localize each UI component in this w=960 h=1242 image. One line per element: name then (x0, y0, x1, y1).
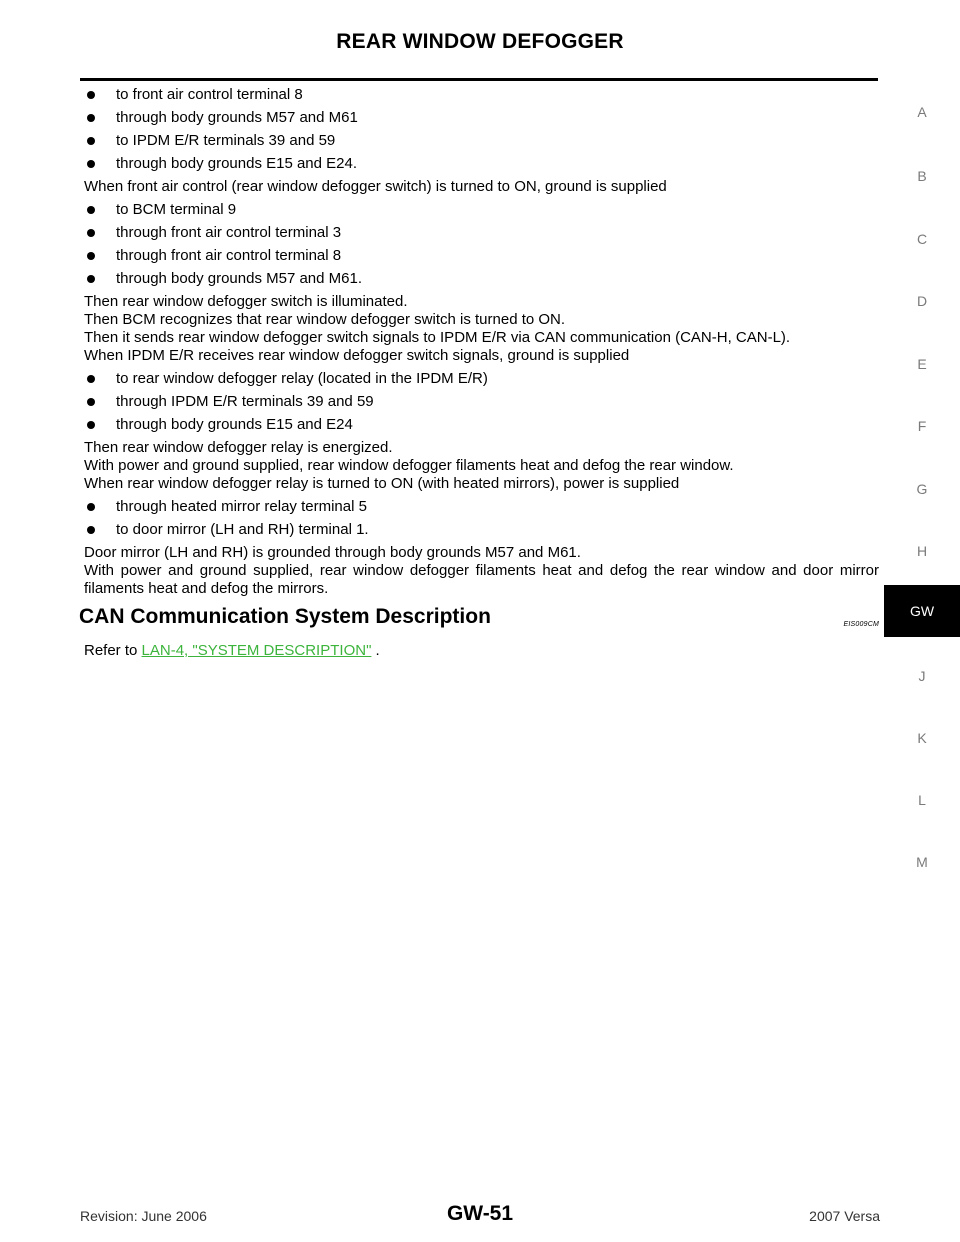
page-title: REAR WINDOW DEFOGGER (336, 30, 624, 53)
paragraph: Door mirror (LH and RH) is grounded thro… (84, 544, 879, 597)
list-item: to front air control terminal 8 (84, 86, 879, 104)
tab-k[interactable]: K (917, 730, 927, 746)
bullet-icon (87, 114, 95, 122)
title-divider (80, 78, 878, 81)
section-heading: CAN Communication System Description EIS… (79, 606, 879, 636)
bullet-icon (87, 375, 95, 383)
section-title: CAN Communication System Description (79, 605, 491, 628)
tab-l[interactable]: L (918, 792, 926, 808)
page-number: GW-51 (446, 1202, 514, 1225)
bullet-icon (87, 91, 95, 99)
list-item: through IPDM E/R terminals 39 and 59 (84, 393, 879, 411)
tab-c[interactable]: C (916, 231, 928, 247)
list-item: to rear window defogger relay (located i… (84, 370, 879, 388)
bullet-icon (87, 275, 95, 283)
bullet-icon (87, 252, 95, 260)
list-item: to door mirror (LH and RH) terminal 1. (84, 521, 879, 539)
list-item: to BCM terminal 9 (84, 201, 879, 219)
tab-b[interactable]: B (917, 168, 927, 184)
paragraph: Then rear window defogger switch is illu… (84, 293, 791, 364)
bullet-icon (87, 160, 95, 168)
tab-a[interactable]: A (917, 104, 927, 120)
tab-h[interactable]: H (916, 543, 928, 559)
bullet-icon (87, 206, 95, 214)
list-item: through body grounds E15 and E24 (84, 416, 879, 434)
reference-line: Refer to LAN-4, "SYSTEM DESCRIPTION" . (84, 642, 380, 659)
bullet-icon (87, 526, 95, 534)
list-item: to IPDM E/R terminals 39 and 59 (84, 132, 879, 150)
list-item: through body grounds M57 and M61 (84, 109, 879, 127)
bullet-icon (87, 398, 95, 406)
vehicle-model: 2007 Versa (809, 1208, 880, 1224)
list-item: through front air control terminal 3 (84, 224, 879, 242)
section-code: EIS009CM (843, 621, 879, 628)
main-content: to front air control terminal 8 through … (79, 86, 879, 660)
paragraph: When front air control (rear window defo… (84, 178, 667, 195)
bullet-icon (87, 137, 95, 145)
list-item: through body grounds M57 and M61. (84, 270, 879, 288)
tab-g[interactable]: G (916, 481, 928, 497)
tab-e[interactable]: E (917, 356, 927, 372)
section-index-tabs: A B C D E F G H GW J K L M (884, 0, 960, 1242)
tab-d[interactable]: D (916, 293, 928, 309)
tab-j[interactable]: J (918, 668, 926, 684)
list-item: through body grounds E15 and E24. (84, 155, 879, 173)
bullet-icon (87, 421, 95, 429)
lan-4-reference-link[interactable]: LAN-4, "SYSTEM DESCRIPTION" (141, 642, 372, 659)
bullet-icon (87, 229, 95, 237)
bullet-icon (87, 503, 95, 511)
list-item: through front air control terminal 8 (84, 247, 879, 265)
paragraph: Then rear window defogger relay is energ… (84, 439, 734, 492)
tab-gw[interactable]: GW (884, 585, 960, 637)
tab-m[interactable]: M (916, 854, 928, 870)
revision-date: Revision: June 2006 (80, 1208, 207, 1224)
tab-f[interactable]: F (917, 418, 927, 434)
list-item: through heated mirror relay terminal 5 (84, 498, 879, 516)
